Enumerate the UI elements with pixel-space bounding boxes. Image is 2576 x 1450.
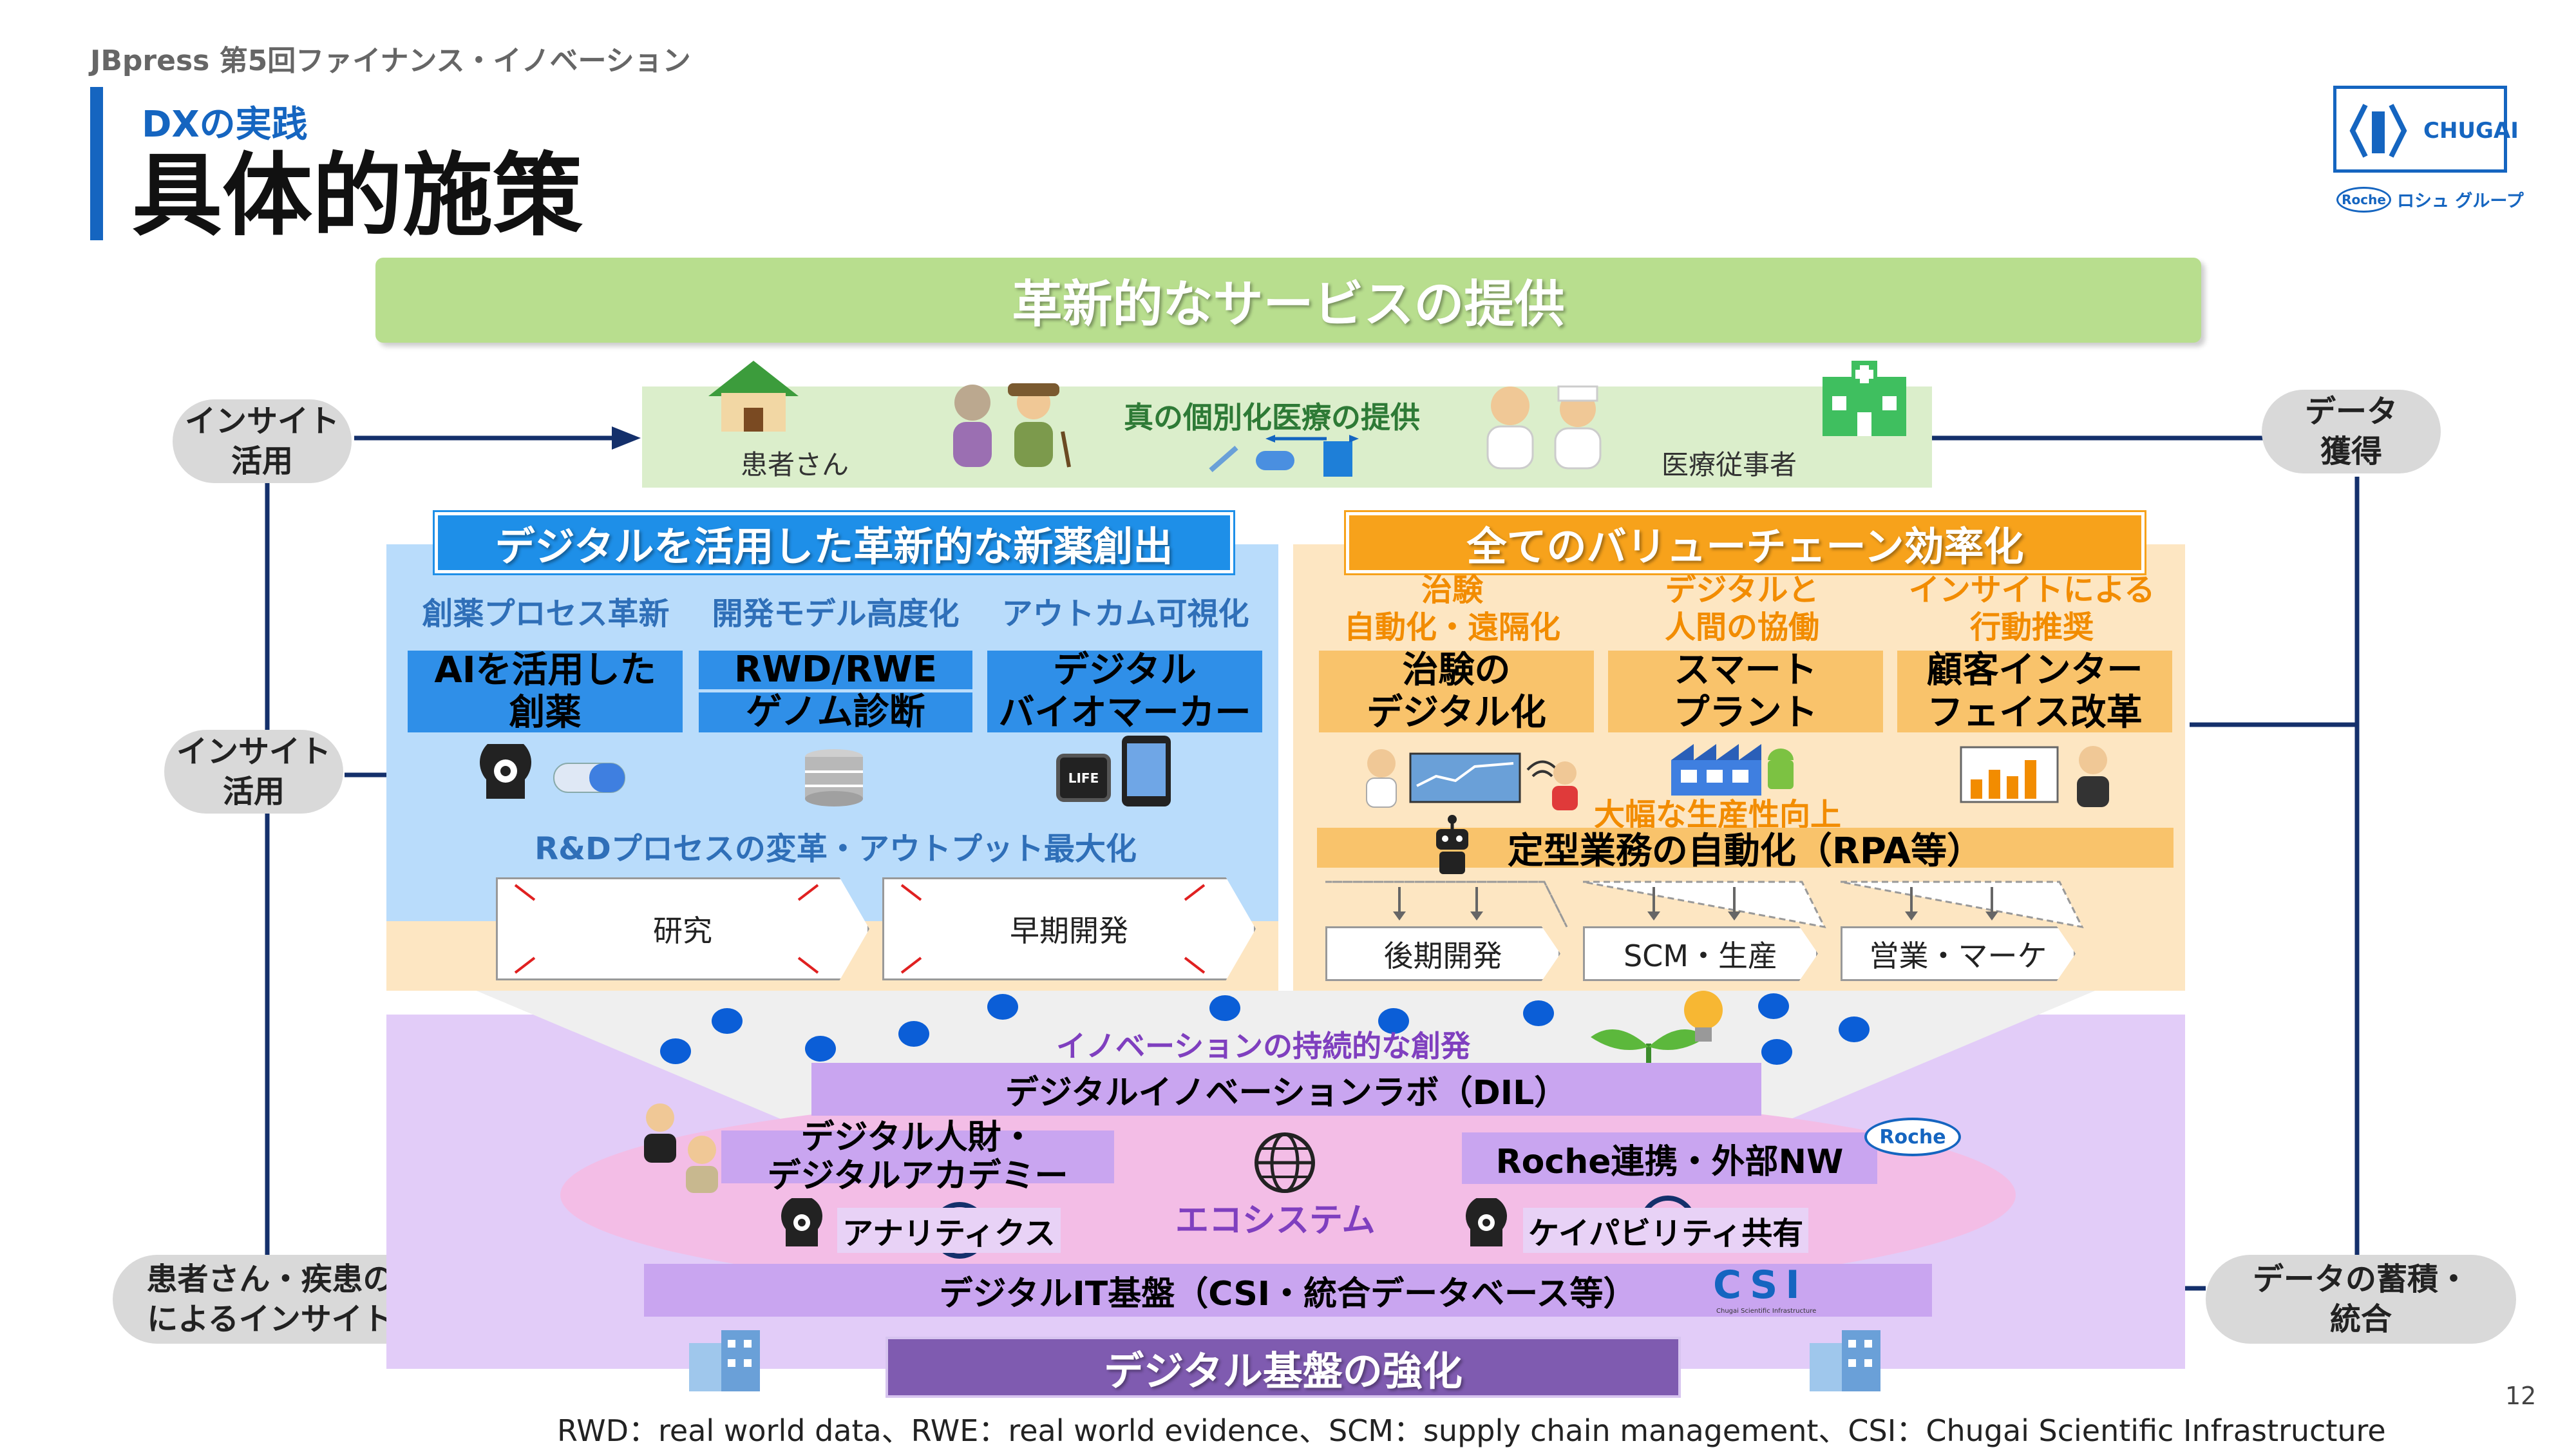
- page-number: 12: [2505, 1382, 2537, 1410]
- personalized-medicine-label: 真の個別化医療の提供: [1124, 400, 1420, 435]
- vc-sub-insight: インサイトによる 行動推奨: [1908, 572, 2155, 645]
- event-title: JBpress 第5回ファイナンス・イノベーション: [90, 44, 691, 77]
- staff-label: 医療従事者: [1662, 449, 1797, 481]
- productivity-label: 大幅な生産性向上: [1594, 797, 1842, 833]
- rnd-panel: [386, 544, 1278, 921]
- ai-drug-discovery-box: AIを活用した 創薬: [408, 649, 683, 734]
- section-label: DXの実践: [142, 104, 308, 146]
- capsule-icon: [553, 763, 625, 793]
- csi-logo: CSI: [1713, 1263, 1808, 1308]
- data-dot: [1523, 1000, 1554, 1026]
- footnote: RWD：real world data、RWE：real world evide…: [557, 1413, 2386, 1448]
- lightbulb-icon: [1684, 991, 1723, 1042]
- title-accent-bar: [90, 87, 103, 240]
- database-icon: [805, 749, 863, 806]
- flow-sales: 営業・マーケ: [1841, 926, 2076, 981]
- building-icon-left: [689, 1330, 760, 1391]
- data-dot: [1761, 1039, 1792, 1065]
- digital-base-banner: デジタル基盤の強化: [886, 1337, 1681, 1398]
- data-dot: [1378, 1008, 1409, 1034]
- page-title: 具体的施策: [132, 144, 583, 249]
- smartphone-icon: [1122, 736, 1171, 806]
- flow-red-arrows: [514, 884, 1206, 974]
- customer-interface-box: 顧客インター フェイス改革: [1897, 649, 2172, 734]
- house-icon: [708, 361, 799, 432]
- chugai-logo-text: CHUGAI: [2423, 118, 2519, 144]
- roche-nw-box: Roche連携・外部NW: [1462, 1132, 1877, 1184]
- medicine-device-icons: [1209, 435, 1359, 477]
- customer-chart-icon: [1960, 746, 2109, 807]
- data-dot: [1758, 993, 1789, 1019]
- chugai-logo: CHUGAI: [2333, 86, 2519, 173]
- vc-sub-collab: デジタルと 人間の協働: [1664, 572, 1819, 645]
- chugai-logo-mark: [2349, 104, 2407, 158]
- analytics-head-icon: [781, 1198, 822, 1246]
- trial-digital-box: 治験の デジタル化: [1319, 649, 1594, 734]
- data-dot: [898, 1021, 929, 1047]
- roche-badge-logo: Roche: [1864, 1118, 1961, 1156]
- flow-scm-label: SCM・生産: [1623, 938, 1777, 973]
- innovation-text: イノベーションの持続的な創発: [1056, 1029, 1471, 1064]
- hospital-icon: [1823, 361, 1906, 436]
- ecosystem-label: エコシステム: [1175, 1201, 1376, 1240]
- factory-android-icon: [1671, 744, 1794, 796]
- dil-box: デジタルイノベーションラボ（DIL）: [811, 1063, 1761, 1116]
- flow-early-dev-label: 早期開発: [1010, 913, 1128, 948]
- building-icon-right: [1810, 1330, 1880, 1391]
- rwd-rwe-box: RWD/RWE: [699, 649, 972, 691]
- csi-logo-caption: Chugai Scientific Infrastructure: [1716, 1308, 1817, 1315]
- globe-icon: [1255, 1132, 1315, 1193]
- value-chain-header: 全てのバリューチェーン効率化: [1346, 512, 2145, 573]
- life-watch-icon: LIFE: [1056, 754, 1111, 802]
- roche-group-badge: Roche: [2336, 187, 2391, 213]
- data-dot: [1209, 995, 1240, 1021]
- robot-icon: [1436, 815, 1468, 874]
- data-accumulation-pill: データの蓄積・ 統合: [2206, 1255, 2516, 1344]
- rnd-summary: R&Dプロセスの変革・アウトプット最大化: [535, 830, 1137, 867]
- roche-group-text: ロシュ グループ: [2397, 191, 2524, 211]
- service-banner: 革新的なサービスの提供: [375, 258, 2201, 343]
- medical-staff-icon: [1486, 385, 1602, 470]
- rnd-header: デジタルを活用した革新的な新薬創出: [435, 512, 1233, 573]
- digital-biomarker-box: デジタル バイオマーカー: [987, 649, 1262, 734]
- flow-late-dev: 後期開発: [1325, 926, 1560, 981]
- flow-sales-label: 営業・マーケ: [1869, 938, 2047, 973]
- it-base-box: デジタルIT基盤（CSI・統合データベース等）: [644, 1264, 1932, 1317]
- flow-research-label: 研究: [653, 913, 712, 948]
- vc-sub-trial: 治験 自動化・遠隔化: [1343, 572, 1560, 645]
- data-dot: [1839, 1016, 1870, 1042]
- people-icon: [644, 1103, 718, 1193]
- talent-box: デジタル人財・ デジタルアカデミー: [721, 1118, 1114, 1196]
- data-acquisition-pill: データ 獲得: [2262, 390, 2441, 473]
- genome-diagnosis-box: ゲノム診断: [699, 691, 972, 733]
- flow-late-dev-label: 後期開発: [1383, 938, 1502, 973]
- data-dot: [987, 994, 1018, 1020]
- rnd-sub-dev-model: 開発モデル高度化: [712, 595, 960, 632]
- capability-head-icon: [1466, 1198, 1507, 1246]
- analytics-label: アナリティクス: [837, 1208, 1061, 1253]
- rnd-sub-outcome: アウトカム可視化: [1001, 595, 1249, 632]
- vc-flow-arrows: [1325, 881, 2084, 929]
- elderly-couple-icon: [953, 383, 1071, 468]
- data-dot: [712, 1008, 743, 1034]
- rnd-sub-drug-discovery: 創薬プロセス革新: [422, 595, 670, 632]
- ai-head-icon: [480, 744, 531, 799]
- patient-label: 患者さん: [741, 449, 849, 481]
- flow-scm: SCM・生産: [1583, 926, 1818, 981]
- remote-trial-icon: [1366, 749, 1578, 810]
- insight-usage-pill-top: インサイト 活用: [173, 399, 352, 483]
- data-dot: [660, 1038, 691, 1064]
- insight-usage-pill-mid: インサイト 活用: [164, 730, 343, 814]
- data-dot: [805, 1036, 836, 1062]
- smart-plant-box: スマート プラント: [1608, 649, 1883, 734]
- capability-label: ケイパビリティ共有: [1523, 1208, 1809, 1253]
